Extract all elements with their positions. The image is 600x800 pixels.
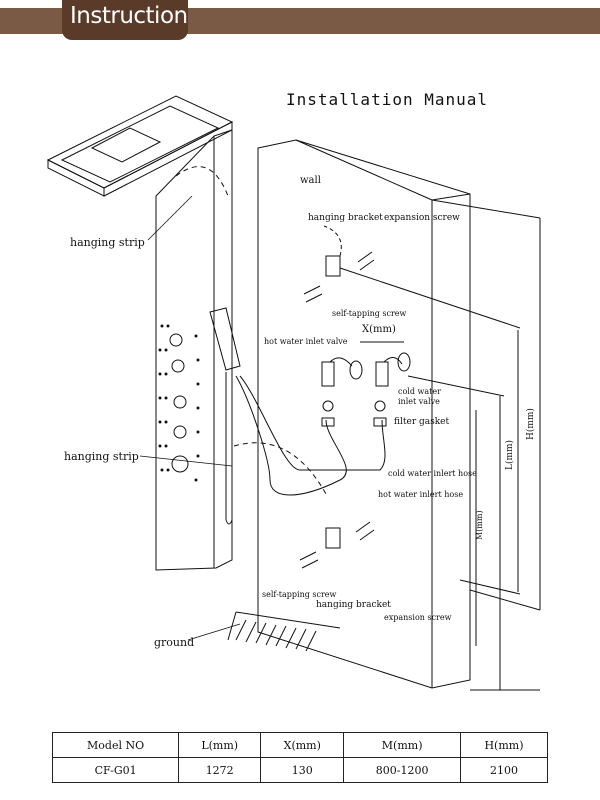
label-dim-l: L(mm) [504,440,515,470]
spec-cell: CF-G01 [51,757,180,783]
spec-table: Model NO L(mm) X(mm) M(mm) H(mm) CF-G01 … [51,732,548,783]
label-wall: wall [300,175,321,186]
label-hot-water-inlet-valve: hot water inlet valve [264,337,348,346]
hanging-bracket-top [325,255,341,277]
spec-table-row: CF-G01 1272 130 800-1200 2100 [51,757,548,783]
label-hanging-strip-mid: hanging strip [64,450,139,463]
spec-cell: 1272 [178,757,262,783]
spec-header-cell: M(mm) [343,732,461,758]
filter-gasket-cold [374,400,386,412]
label-cold-water-inlet-hose: cold water inlert hose [388,469,477,478]
label-hot-water-inlet-hose: hot water inlert hose [378,490,463,499]
spec-header-cell: X(mm) [260,732,345,758]
label-dim-m: M(mm) [475,510,484,540]
label-cold-water-inlet-valve-2: inlet valve [398,397,440,406]
control-knobs [169,333,189,473]
spec-table-header-row: Model NO L(mm) X(mm) M(mm) H(mm) [51,732,548,758]
hot-valve [321,361,335,387]
label-expansion-screw-top: expansion screw [384,213,460,223]
label-filter-gasket: filter gasket [394,417,450,427]
label-hanging-bracket-bottom: hanging bracket [316,600,391,610]
spec-cell: 130 [260,757,345,783]
label-dim-h: H(mm) [525,408,536,440]
installation-diagram: wall hanging strip hanging bracket expan… [46,95,541,691]
cold-valve [375,361,389,387]
spec-cell: 800-1200 [343,757,461,783]
label-expansion-screw-bottom: expansion screw [384,613,452,622]
header-tab [62,0,188,40]
label-x-mm: X(mm) [362,324,396,335]
header-title: Instruction [70,3,188,29]
label-self-tapping-screw-top: self-tapping screw [332,309,407,318]
spec-cell: 2100 [460,757,548,783]
label-hanging-bracket-top: hanging bracket [308,213,383,223]
manual-title: Installation Manual [286,90,489,109]
body-jets [158,324,200,482]
filter-gasket-hot [322,400,334,412]
cold-water-hose [239,375,386,471]
label-self-tapping-screw-bottom: self-tapping screw [262,590,337,599]
hot-water-hose [235,375,347,496]
label-cold-water-inlet-valve-1: cold water [398,387,441,396]
header-bar: Instruction [0,0,600,44]
label-ground: ground [154,636,194,649]
spec-header-cell: Model NO [51,732,180,758]
hand-shower [209,307,241,371]
label-hanging-strip-top: hanging strip [70,236,145,249]
spec-header-cell: L(mm) [178,732,262,758]
ground-hatch [235,619,317,652]
hanging-bracket-bottom [325,527,341,549]
spec-header-cell: H(mm) [460,732,548,758]
